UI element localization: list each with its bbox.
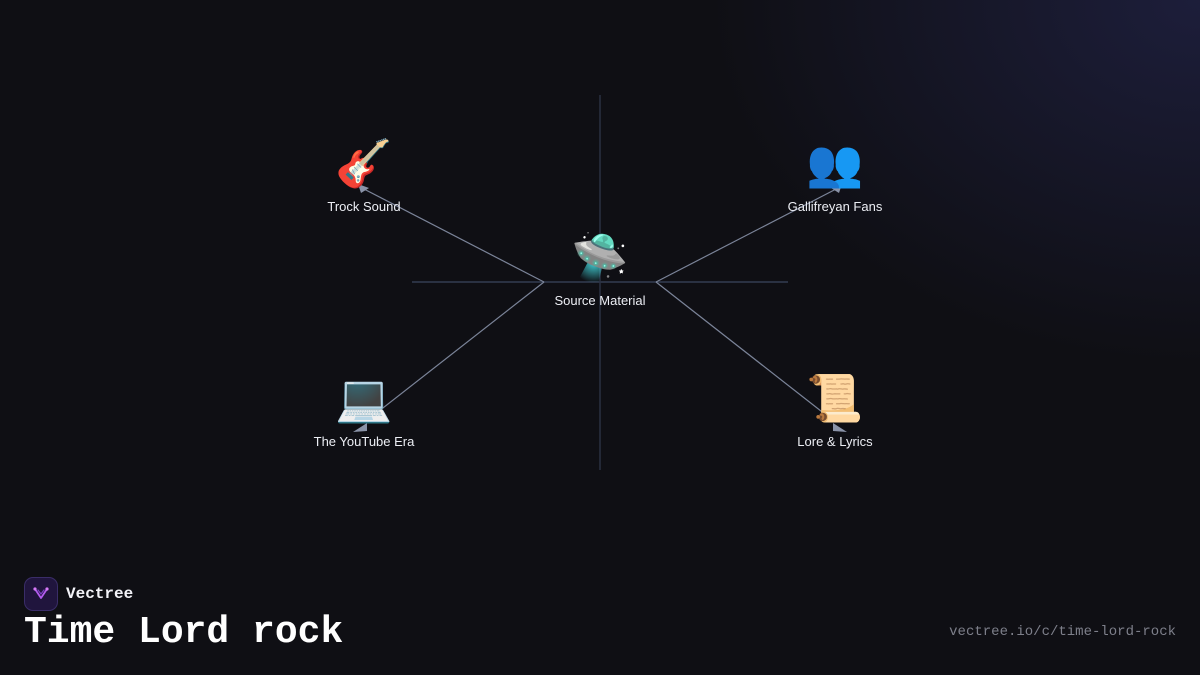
node-source-material[interactable]: 🛸 Source Material [500, 229, 700, 308]
edge-gallifreyan-fans [655, 186, 841, 283]
edge-trock-sound [359, 186, 545, 283]
vectree-logo-icon [24, 577, 58, 611]
page-title: Time Lord rock [24, 611, 344, 654]
scroll-icon: 📜 [806, 371, 864, 425]
brand-name: Vectree [66, 585, 134, 603]
laptop-icon: 💻 [335, 371, 393, 425]
arrowhead-lore-and-lyrics [833, 423, 847, 432]
guitar-icon: 🎸 [335, 136, 393, 190]
node-trock-sound[interactable]: 🎸 Trock Sound [264, 135, 464, 214]
node-label: Gallifreyan Fans [787, 199, 883, 214]
node-label: Trock Sound [327, 199, 401, 214]
node-label: Lore & Lyrics [797, 434, 873, 449]
arrowhead-trock-sound [358, 184, 369, 193]
people-icon: 👥 [806, 136, 864, 190]
node-the-youtube-era[interactable]: 💻 The YouTube Era [264, 370, 464, 449]
edge-the-youtube-era [364, 281, 545, 423]
ufo-icon: 🛸 [571, 230, 629, 284]
edge-lore-and-lyrics [655, 281, 836, 423]
brand: Vectree [24, 577, 133, 611]
node-gallifreyan-fans[interactable]: 👥 Gallifreyan Fans [735, 135, 935, 214]
page-url[interactable]: vectree.io/c/time-lord-rock [949, 624, 1176, 640]
node-lore-and-lyrics[interactable]: 📜 Lore & Lyrics [735, 370, 935, 449]
node-label: The YouTube Era [313, 434, 415, 449]
arrowhead-gallifreyan-fans [831, 184, 842, 193]
node-label: Source Material [554, 293, 646, 308]
arrowhead-the-youtube-era [353, 423, 367, 432]
